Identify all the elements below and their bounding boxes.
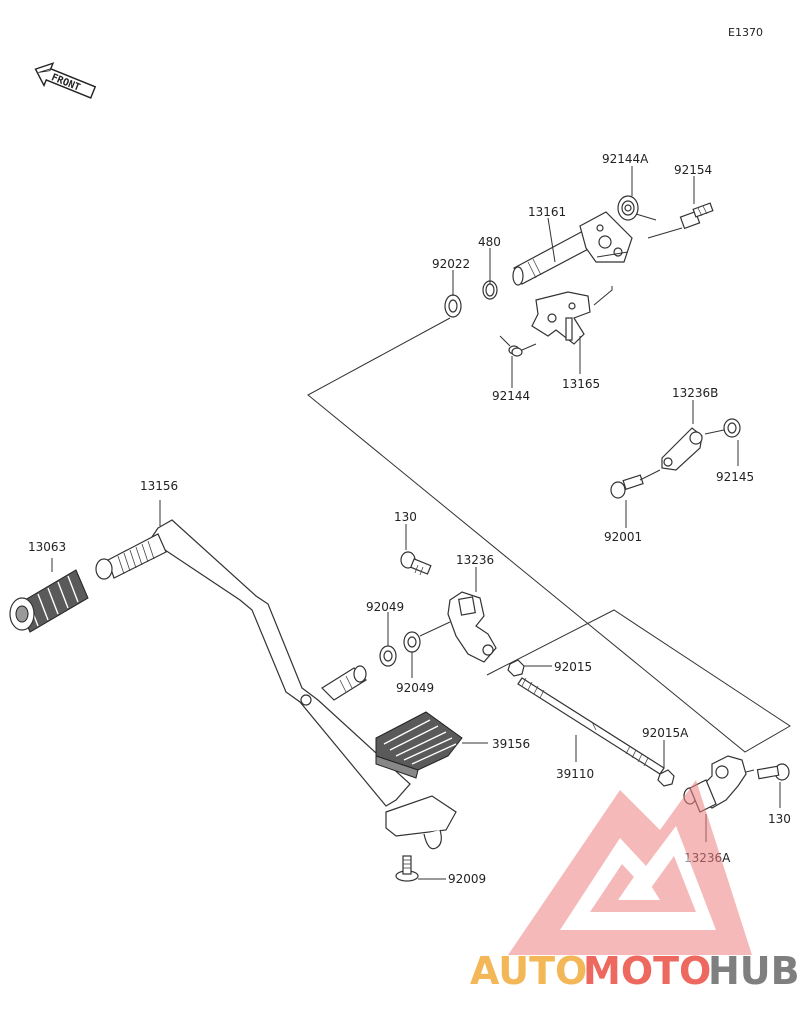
- label-39156: 39156: [492, 737, 530, 751]
- bolt-130-lower: [756, 763, 790, 781]
- diagram-code: E1370: [728, 26, 763, 39]
- label-130-upper: 130: [394, 510, 417, 524]
- label-92001: 92001: [604, 530, 642, 544]
- watermark-hub: HUB: [708, 949, 800, 993]
- label-92009: 92009: [448, 872, 486, 886]
- footpeg-rubber-13063: [9, 569, 89, 633]
- tie-rod-39110: [507, 659, 675, 787]
- label-13236B: 13236B: [672, 386, 718, 400]
- watermark-text: AUTO MOTO HUB: [470, 949, 800, 993]
- label-92144: 92144: [492, 389, 530, 403]
- arm-13236B-assembly: [610, 400, 741, 528]
- label-39110: 39110: [556, 767, 594, 781]
- watermark-auto: AUTO: [470, 949, 587, 993]
- label-92049-a: 92049: [366, 600, 404, 614]
- spring-92144A: [617, 195, 657, 221]
- lever-13236-assembly: [379, 524, 497, 678]
- label-480: 480: [478, 235, 501, 249]
- shift-shaft-assembly: [444, 166, 714, 388]
- label-92049-b: 92049: [396, 681, 434, 695]
- watermark-logo: [508, 780, 752, 955]
- label-13063: 13063: [28, 540, 66, 554]
- label-130-lower: 130: [768, 812, 791, 826]
- label-92145: 92145: [716, 470, 754, 484]
- label-13161: 13161: [528, 205, 566, 219]
- label-13165: 13165: [562, 377, 600, 391]
- label-13156: 13156: [140, 479, 178, 493]
- reference-lines: [307, 317, 791, 753]
- shift-plate-13165: [531, 291, 591, 345]
- bolt-92001: [610, 474, 644, 499]
- label-92015: 92015: [554, 660, 592, 674]
- spring-92144: [499, 335, 537, 357]
- label-92022: 92022: [432, 257, 470, 271]
- label-92154: 92154: [674, 163, 712, 177]
- bolt-92009: [395, 855, 446, 882]
- front-arrow-icon: FRONT: [34, 62, 97, 99]
- watermark-moto: MOTO: [583, 949, 711, 993]
- shift-shaft-13161: [512, 211, 633, 286]
- shift-pedal-13156: [95, 519, 457, 850]
- pin-92154: [679, 202, 714, 230]
- label-13236: 13236: [456, 553, 494, 567]
- pedal-pad-39156: [375, 711, 488, 779]
- label-92015A: 92015A: [642, 726, 689, 740]
- label-92144A: 92144A: [602, 152, 649, 166]
- nut-92015A: [657, 769, 675, 787]
- nut-92015: [507, 659, 525, 677]
